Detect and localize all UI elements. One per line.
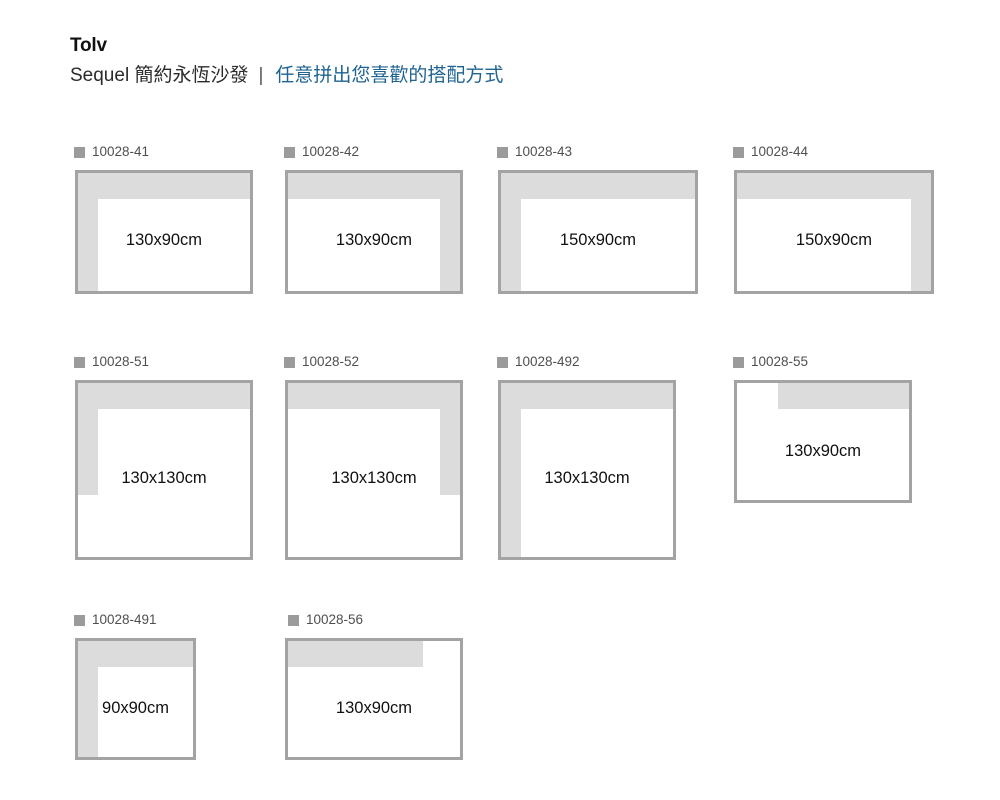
module-code: 10028-42 bbox=[302, 144, 360, 159]
module-label: 10028-491 bbox=[74, 613, 157, 627]
module-dimension-label: 130x130cm bbox=[331, 469, 417, 487]
module-code: 10028-56 bbox=[306, 612, 364, 627]
module-label: 10028-43 bbox=[497, 145, 572, 159]
module-dimension-label: 130x90cm bbox=[125, 231, 203, 249]
module-label: 10028-492 bbox=[497, 355, 580, 369]
sofa-left-arm bbox=[78, 641, 98, 757]
sofa-right-arm bbox=[440, 383, 460, 495]
sofa-module-diagram[interactable]: 150x90cm bbox=[498, 170, 698, 294]
sofa-module-diagram[interactable]: 130x130cm bbox=[285, 380, 463, 560]
module-code: 10028-491 bbox=[92, 612, 157, 627]
sofa-back-rest bbox=[98, 173, 250, 199]
subtitle-separator: | bbox=[258, 65, 264, 86]
sofa-module-diagram[interactable]: 130x130cm bbox=[75, 380, 253, 560]
square-swatch-icon bbox=[733, 356, 744, 368]
square-swatch-icon bbox=[288, 614, 299, 626]
square-swatch-icon bbox=[497, 146, 508, 158]
sofa-module-diagram[interactable]: 130x90cm bbox=[75, 170, 253, 294]
sofa-back-rest bbox=[737, 173, 911, 199]
sofa-back-rest bbox=[98, 383, 250, 409]
module-dimension-label: 130x90cm bbox=[335, 231, 413, 249]
sofa-back-rest bbox=[288, 641, 423, 667]
sofa-left-arm bbox=[78, 173, 98, 291]
page-header: Tolv Sequel 簡約永恆沙發 | 任意拼出您喜歡的搭配方式 bbox=[70, 34, 503, 90]
module-code: 10028-43 bbox=[515, 144, 573, 159]
square-swatch-icon bbox=[74, 356, 85, 368]
square-swatch-icon bbox=[74, 146, 85, 158]
square-swatch-icon bbox=[733, 146, 744, 158]
brand-title: Tolv bbox=[70, 35, 107, 56]
module-label: 10028-55 bbox=[733, 355, 808, 369]
module-dimension-label: 130x90cm bbox=[784, 442, 862, 460]
module-label: 10028-44 bbox=[733, 145, 808, 159]
module-label: 10028-42 bbox=[284, 145, 359, 159]
module-code: 10028-41 bbox=[92, 144, 150, 159]
module-code: 10028-51 bbox=[92, 354, 150, 369]
module-dimension-label: 90x90cm bbox=[102, 699, 169, 717]
module-code: 10028-44 bbox=[751, 144, 809, 159]
sofa-back-rest bbox=[98, 641, 193, 667]
module-label: 10028-41 bbox=[74, 145, 149, 159]
sofa-back-rest bbox=[778, 383, 909, 409]
module-dimension-label: 150x90cm bbox=[795, 231, 873, 249]
module-label: 10028-51 bbox=[74, 355, 149, 369]
sofa-module-diagram[interactable]: 130x130cm bbox=[498, 380, 676, 560]
sofa-back-rest bbox=[288, 173, 440, 199]
module-code: 10028-492 bbox=[515, 354, 580, 369]
sofa-back-rest bbox=[521, 173, 695, 199]
module-label: 10028-52 bbox=[284, 355, 359, 369]
sofa-right-arm bbox=[911, 173, 931, 291]
square-swatch-icon bbox=[284, 146, 295, 158]
sofa-left-arm bbox=[78, 383, 98, 495]
tagline-label: 任意拼出您喜歡的搭配方式 bbox=[275, 65, 504, 86]
sofa-module-diagram[interactable]: 150x90cm bbox=[734, 170, 934, 294]
sofa-back-rest bbox=[521, 383, 673, 409]
square-swatch-icon bbox=[74, 614, 85, 626]
module-dimension-label: 130x130cm bbox=[121, 469, 207, 487]
module-label: 10028-56 bbox=[288, 613, 363, 627]
sofa-left-arm bbox=[501, 383, 521, 557]
module-code: 10028-52 bbox=[302, 354, 360, 369]
module-dimension-label: 130x90cm bbox=[335, 699, 413, 717]
square-swatch-icon bbox=[497, 356, 508, 368]
sofa-module-diagram[interactable]: 130x90cm bbox=[285, 170, 463, 294]
sofa-module-diagram[interactable]: 130x90cm bbox=[285, 638, 463, 760]
square-swatch-icon bbox=[284, 356, 295, 368]
page-subtitle: Sequel 簡約永恆沙發 | 任意拼出您喜歡的搭配方式 bbox=[70, 62, 503, 90]
module-dimension-label: 130x130cm bbox=[544, 469, 630, 487]
sofa-right-arm bbox=[440, 173, 460, 291]
sofa-left-arm bbox=[501, 173, 521, 291]
module-dimension-label: 150x90cm bbox=[559, 231, 637, 249]
sofa-module-diagram[interactable]: 130x90cm bbox=[734, 380, 912, 503]
sofa-module-diagram[interactable]: 90x90cm bbox=[75, 638, 196, 760]
product-line-label: Sequel 簡約永恆沙發 bbox=[70, 65, 249, 86]
module-code: 10028-55 bbox=[751, 354, 809, 369]
sofa-back-rest bbox=[288, 383, 440, 409]
